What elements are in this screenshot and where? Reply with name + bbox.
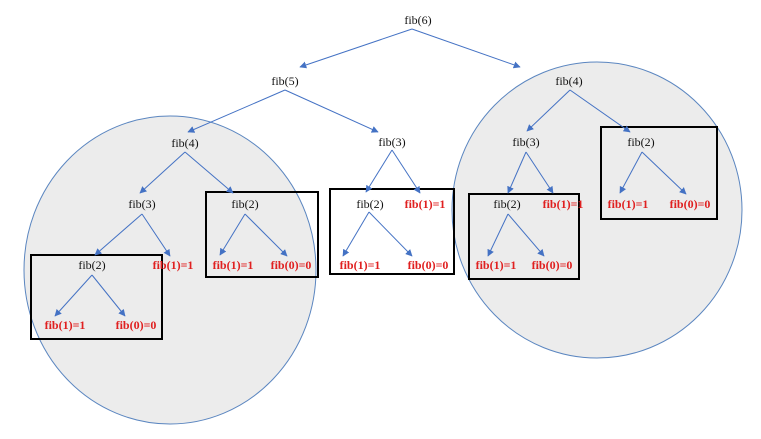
node-fib2-box1: fib(2)	[78, 258, 105, 272]
node-fib2-box5: fib(2)	[627, 135, 654, 149]
node-fib2-box4: fib(2)	[493, 197, 520, 211]
node-fib3-left: fib(3)	[128, 197, 155, 211]
leaf-fib1-center: fib(1)=1	[405, 197, 446, 211]
subtree-box-3	[329, 188, 455, 275]
node-fib2-box2: fib(2)	[231, 197, 258, 211]
leaf-fib1-box3: fib(1)=1	[340, 258, 381, 272]
leaf-fib1-box5: fib(1)=1	[608, 197, 649, 211]
leaf-fib1-box2: fib(1)=1	[213, 258, 254, 272]
node-fib3-right: fib(3)	[512, 135, 539, 149]
right-highlight-circle	[451, 61, 743, 359]
node-fib2-box3: fib(2)	[356, 197, 383, 211]
leaf-fib1-box4: fib(1)=1	[476, 258, 517, 272]
subtree-box-2	[205, 191, 319, 278]
leaf-fib0-box3: fib(0)=0	[408, 258, 449, 272]
leaf-fib0-box4: fib(0)=0	[532, 258, 573, 272]
node-fib4-left: fib(4)	[171, 136, 198, 150]
node-fib6: fib(6)	[404, 13, 431, 27]
leaf-fib0-box5: fib(0)=0	[670, 197, 711, 211]
leaf-fib1-left: fib(1)=1	[153, 258, 194, 272]
leaf-fib0-box2: fib(0)=0	[271, 258, 312, 272]
node-fib5: fib(5)	[271, 74, 298, 88]
leaf-fib0-box1: fib(0)=0	[116, 318, 157, 332]
leaf-fib1-right: fib(1)=1	[543, 197, 584, 211]
leaf-fib1-box1: fib(1)=1	[45, 318, 86, 332]
subtree-box-5	[600, 126, 718, 220]
subtree-box-4	[468, 193, 580, 280]
node-fib4-right: fib(4)	[555, 74, 582, 88]
edges	[54, 28, 687, 317]
node-fib3-center: fib(3)	[378, 135, 405, 149]
